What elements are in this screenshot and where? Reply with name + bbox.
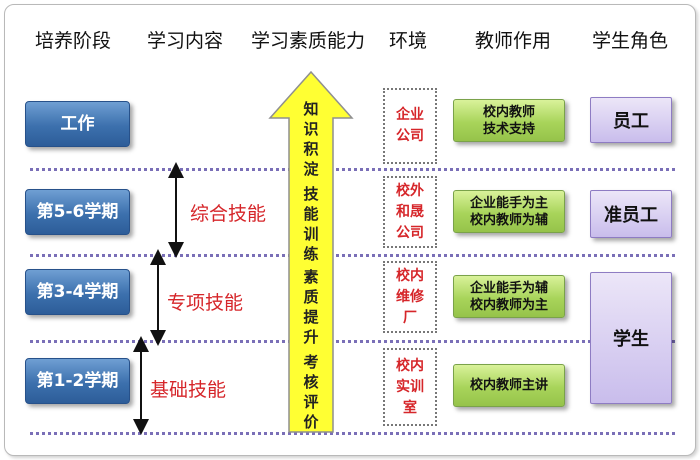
ability-up-arrow xyxy=(268,70,354,433)
environment-external-company: 校外和晟公司 xyxy=(383,176,437,248)
header-learning-content: 学习内容 xyxy=(146,30,223,52)
divider-3 xyxy=(30,340,675,343)
stage-work: 工作 xyxy=(25,101,130,147)
teacher-role-semester-5-6: 企业能手为主校内教师为辅 xyxy=(453,190,565,233)
header-student-role: 学生角色 xyxy=(591,30,668,52)
divider-4 xyxy=(30,432,675,435)
student-role-employee: 员工 xyxy=(590,97,672,143)
header-environment: 环境 xyxy=(388,30,427,52)
arrow-label-skill-training: 技能训练 xyxy=(303,185,319,263)
skill-special: 专项技能 xyxy=(167,292,244,314)
skill-basic: 基础技能 xyxy=(150,379,227,401)
header-teacher-role: 教师作用 xyxy=(474,30,551,52)
header-training-stage: 培养阶段 xyxy=(34,30,111,52)
environment-training-room: 校内实训室 xyxy=(383,348,437,426)
arrow-label-knowledge: 知识积淀 xyxy=(303,100,319,178)
divider-1 xyxy=(30,168,675,171)
stage-semester-3-4: 第3-4学期 xyxy=(25,269,130,315)
environment-repair-factory: 校内维修厂 xyxy=(383,261,437,333)
stage-semester-5-6: 第5-6学期 xyxy=(25,189,130,235)
teacher-role-semester-3-4: 企业能手为辅校内教师为主 xyxy=(453,275,565,318)
arrow-label-assessment: 考核评价 xyxy=(303,353,319,431)
environment-enterprise: 企业公司 xyxy=(383,88,437,164)
arrow-label-quality: 素质提升 xyxy=(303,268,319,346)
teacher-role-work: 校内教师技术支持 xyxy=(453,99,565,142)
divider-2 xyxy=(30,254,675,257)
skill-comprehensive: 综合技能 xyxy=(190,203,267,225)
header-learning-ability: 学习素质能力 xyxy=(250,30,365,52)
stage-semester-1-2: 第1-2学期 xyxy=(25,358,130,404)
student-role-quasi-employee: 准员工 xyxy=(590,190,672,238)
teacher-role-semester-1-2: 校内教师主讲 xyxy=(453,364,565,407)
student-role-student: 学生 xyxy=(590,272,672,404)
